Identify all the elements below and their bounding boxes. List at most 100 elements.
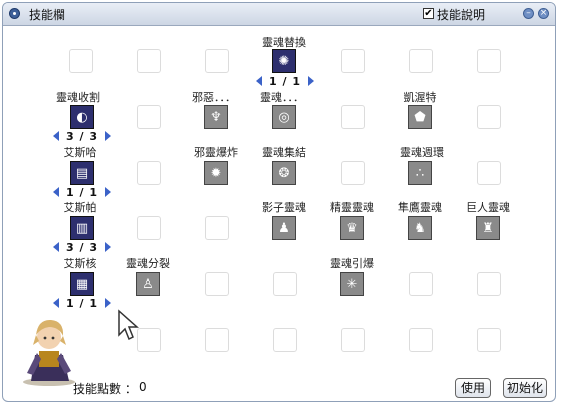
level-increase-button[interactable] bbox=[105, 131, 111, 141]
explosion-icon: ✳ bbox=[346, 276, 358, 292]
skill-icon-soul-dot[interactable]: ◎ bbox=[272, 105, 296, 129]
soul-swirl-icon: ✺ bbox=[278, 53, 290, 69]
level-value: 1 / 1 bbox=[66, 186, 98, 199]
empty-skill-slot bbox=[341, 328, 365, 352]
empty-skill-slot bbox=[273, 328, 297, 352]
eswoo-icon: ▦ bbox=[75, 276, 89, 292]
level-control-eswoo-3: 1 / 1 bbox=[53, 297, 123, 310]
skill-label-fairy-soul: 精靈靈魂 bbox=[330, 201, 374, 214]
empty-skill-slot bbox=[477, 105, 501, 129]
level-increase-button[interactable] bbox=[308, 76, 314, 86]
level-decrease-button[interactable] bbox=[53, 187, 59, 197]
close-button[interactable]: × bbox=[538, 8, 549, 19]
title-bar[interactable]: 技能欄 ✔ 技能說明 – × bbox=[3, 3, 555, 26]
skill-icon-fairy-soul[interactable]: ♛ bbox=[340, 216, 364, 240]
show-description-checkbox[interactable]: ✔ bbox=[423, 8, 434, 19]
reset-button[interactable]: 初始化 bbox=[503, 378, 547, 398]
skill-icon-falcon-soul[interactable]: ♞ bbox=[408, 216, 432, 240]
level-increase-button[interactable] bbox=[105, 242, 111, 252]
skill-icon-shadow-soul[interactable]: ♟ bbox=[272, 216, 296, 240]
level-value: 1 / 1 bbox=[66, 297, 98, 310]
skill-label-giant-soul: 巨人靈魂 bbox=[466, 201, 510, 214]
level-decrease-button[interactable] bbox=[53, 298, 59, 308]
evil-icon: ♆ bbox=[210, 109, 222, 125]
skill-label-shadow-soul: 影子靈魂 bbox=[262, 201, 306, 214]
empty-skill-slot bbox=[409, 272, 433, 296]
footer-bar: 技能點數 ： 0 使用 初始化 bbox=[3, 376, 555, 401]
level-increase-button[interactable] bbox=[105, 298, 111, 308]
skill-label-eswoo-3: 艾斯核 bbox=[63, 257, 97, 270]
skill-icon-soul-explode[interactable]: ✳ bbox=[340, 272, 364, 296]
level-decrease-button[interactable] bbox=[256, 76, 262, 86]
pentagon-icon: ⬟ bbox=[414, 109, 426, 125]
skill-label-soul-cycle: 靈魂週環 bbox=[400, 146, 444, 159]
skill-icon-soul-reaper[interactable]: ◐ bbox=[70, 105, 94, 129]
skill-icon-soul-gather[interactable]: ❂ bbox=[272, 161, 296, 185]
show-description-label[interactable]: 技能說明 bbox=[437, 8, 486, 22]
skill-icon-soul-cycle[interactable]: ∴ bbox=[408, 161, 432, 185]
level-decrease-button[interactable] bbox=[53, 242, 59, 252]
empty-skill-slot bbox=[137, 328, 161, 352]
window-icon bbox=[9, 8, 20, 19]
split-icon: ♙ bbox=[142, 276, 154, 292]
skill-label-soul-change: 靈魂替換 bbox=[262, 36, 306, 49]
skill-label-evil-burst: 邪靈爆炸 bbox=[194, 146, 238, 159]
skill-label-soul-split: 靈魂分裂 bbox=[126, 257, 170, 270]
shadow-icon: ♟ bbox=[278, 220, 290, 236]
empty-skill-slot bbox=[477, 328, 501, 352]
skill-label-falcon-soul: 隼鷹靈魂 bbox=[398, 201, 442, 214]
skill-label-soul-reaper: 靈魂收割 bbox=[56, 91, 100, 104]
window-title: 技能欄 bbox=[29, 8, 66, 22]
skill-icon-eswoo-2[interactable]: ▥ bbox=[70, 216, 94, 240]
empty-skill-slot bbox=[273, 272, 297, 296]
giant-icon: ♜ bbox=[482, 220, 494, 236]
empty-skill-slot bbox=[477, 272, 501, 296]
level-value: 3 / 3 bbox=[66, 241, 98, 254]
empty-skill-slot bbox=[409, 49, 433, 73]
skill-window: 技能欄 ✔ 技能說明 – × 靈魂替換 ✺ 1 / 1 靈魂收割 ◐ 3 / 3… bbox=[2, 2, 556, 402]
mouse-cursor-icon bbox=[118, 309, 139, 341]
falcon-icon: ♞ bbox=[414, 220, 426, 236]
empty-skill-slot bbox=[137, 105, 161, 129]
skill-icon-evil[interactable]: ♆ bbox=[204, 105, 228, 129]
level-value: 1 / 1 bbox=[269, 75, 301, 88]
level-value: 3 / 3 bbox=[66, 130, 98, 143]
skill-label-evil: 邪惡．．． bbox=[192, 91, 236, 104]
eswoo-icon: ▤ bbox=[75, 165, 89, 181]
cycle-icon: ∴ bbox=[415, 165, 425, 181]
fairy-icon: ♛ bbox=[346, 220, 358, 236]
level-control-eswoo-2: 3 / 3 bbox=[53, 241, 123, 254]
empty-skill-slot bbox=[69, 49, 93, 73]
empty-skill-slot bbox=[205, 272, 229, 296]
empty-skill-slot bbox=[477, 49, 501, 73]
skill-icon-kaite[interactable]: ⬟ bbox=[408, 105, 432, 129]
level-control-eswoo-1: 1 / 1 bbox=[53, 186, 123, 199]
skill-points-value: 0 bbox=[139, 380, 147, 394]
minimize-button[interactable]: – bbox=[523, 8, 534, 19]
gather-icon: ❂ bbox=[278, 165, 290, 181]
empty-skill-slot bbox=[477, 161, 501, 185]
skill-label-eswoo-1: 艾斯哈 bbox=[63, 146, 97, 159]
empty-skill-slot bbox=[205, 216, 229, 240]
empty-skill-slot bbox=[205, 49, 229, 73]
empty-skill-slot bbox=[341, 105, 365, 129]
character-avatar bbox=[23, 319, 75, 386]
use-button[interactable]: 使用 bbox=[455, 378, 491, 398]
level-decrease-button[interactable] bbox=[53, 131, 59, 141]
skill-icon-giant-soul[interactable]: ♜ bbox=[476, 216, 500, 240]
skill-points-label: 技能點數 ： bbox=[73, 382, 137, 396]
level-control-soul-change: 1 / 1 bbox=[256, 75, 326, 88]
skill-icon-eswoo-1[interactable]: ▤ bbox=[70, 161, 94, 185]
empty-skill-slot bbox=[137, 216, 161, 240]
skill-icon-eswoo-3[interactable]: ▦ bbox=[70, 272, 94, 296]
level-increase-button[interactable] bbox=[105, 187, 111, 197]
empty-skill-slot bbox=[137, 161, 161, 185]
skill-icon-soul-change[interactable]: ✺ bbox=[272, 49, 296, 73]
skill-icon-soul-split[interactable]: ♙ bbox=[136, 272, 160, 296]
eswoo-icon: ▥ bbox=[75, 220, 89, 236]
skill-label-soul-explode: 靈魂引爆 bbox=[330, 257, 374, 270]
skill-label-soul-dot: 靈魂．．． bbox=[260, 91, 304, 104]
level-control-soul-reaper: 3 / 3 bbox=[53, 130, 123, 143]
empty-skill-slot bbox=[205, 328, 229, 352]
skill-icon-evil-burst[interactable]: ✹ bbox=[204, 161, 228, 185]
